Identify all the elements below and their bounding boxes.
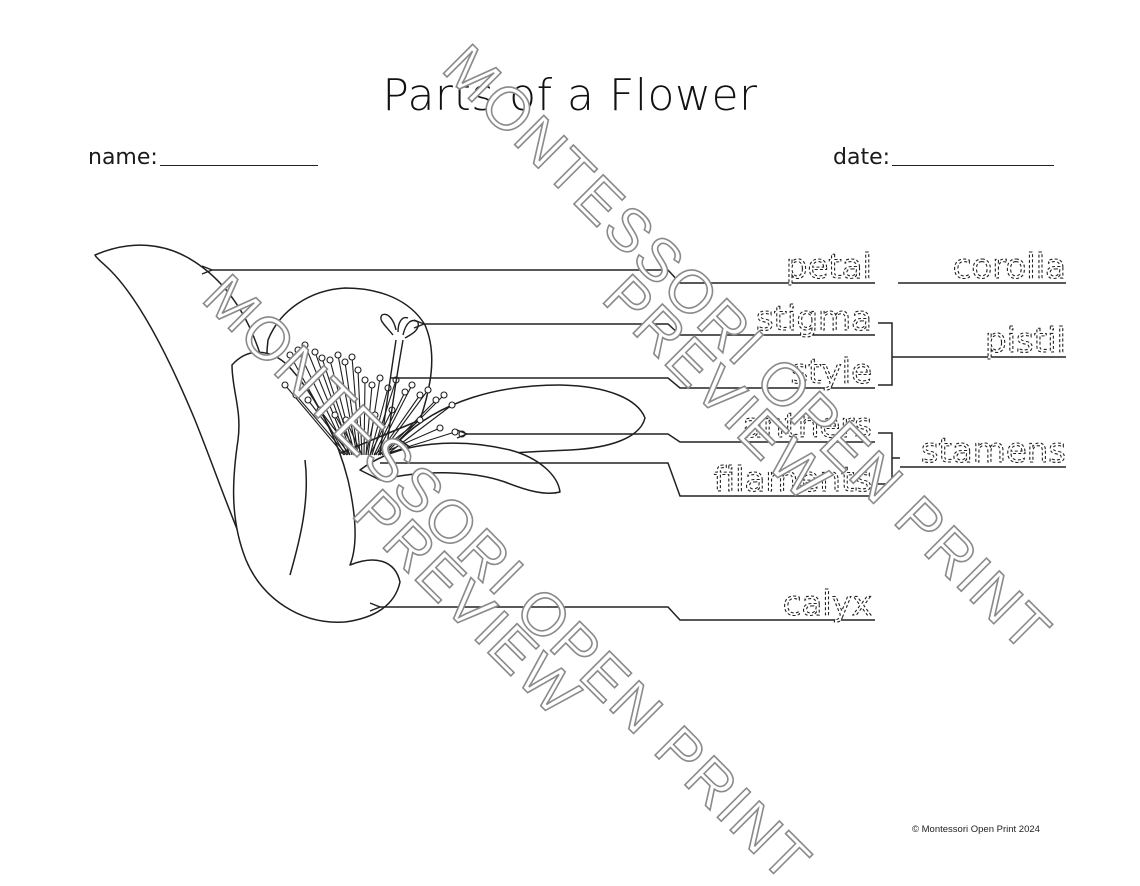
filaments (284, 344, 456, 456)
name-blank-line[interactable] (159, 165, 318, 166)
label-filaments: filaments (714, 460, 872, 500)
stigma-leader (424, 324, 875, 336)
anthers-leader (467, 434, 875, 443)
page-title: Parts of a Flower (382, 70, 758, 121)
date-blank-line[interactable] (892, 165, 1055, 166)
stamens-bracket (878, 432, 900, 485)
name-field[interactable]: name: (88, 145, 318, 170)
label-petal: petal (786, 247, 872, 287)
label-corolla: corolla (953, 247, 1066, 287)
label-stamens: stamens (921, 431, 1066, 471)
anthers-dots (281, 341, 466, 438)
name-label: name: (88, 145, 158, 170)
petal-lower (359, 442, 561, 494)
label-calyx: calyx (783, 584, 872, 624)
calyx-leader (380, 607, 875, 621)
label-stigma: stigma (756, 299, 872, 339)
flower-illustration (94, 244, 646, 623)
leader-lines (212, 270, 1066, 621)
style-leader (390, 377, 875, 389)
calyx-fold (289, 459, 308, 576)
copyright-text: © Montessori Open Print 2024 (912, 824, 1040, 835)
label-pistil: pistil (985, 321, 1066, 361)
label-style: style (790, 352, 872, 392)
filaments-leader (380, 462, 875, 497)
label-anthers: anthers (742, 406, 872, 446)
petal-leader (212, 270, 875, 284)
date-label: date: (833, 145, 891, 170)
pistil-bracket (878, 322, 900, 386)
date-field[interactable]: date: (833, 145, 1055, 170)
